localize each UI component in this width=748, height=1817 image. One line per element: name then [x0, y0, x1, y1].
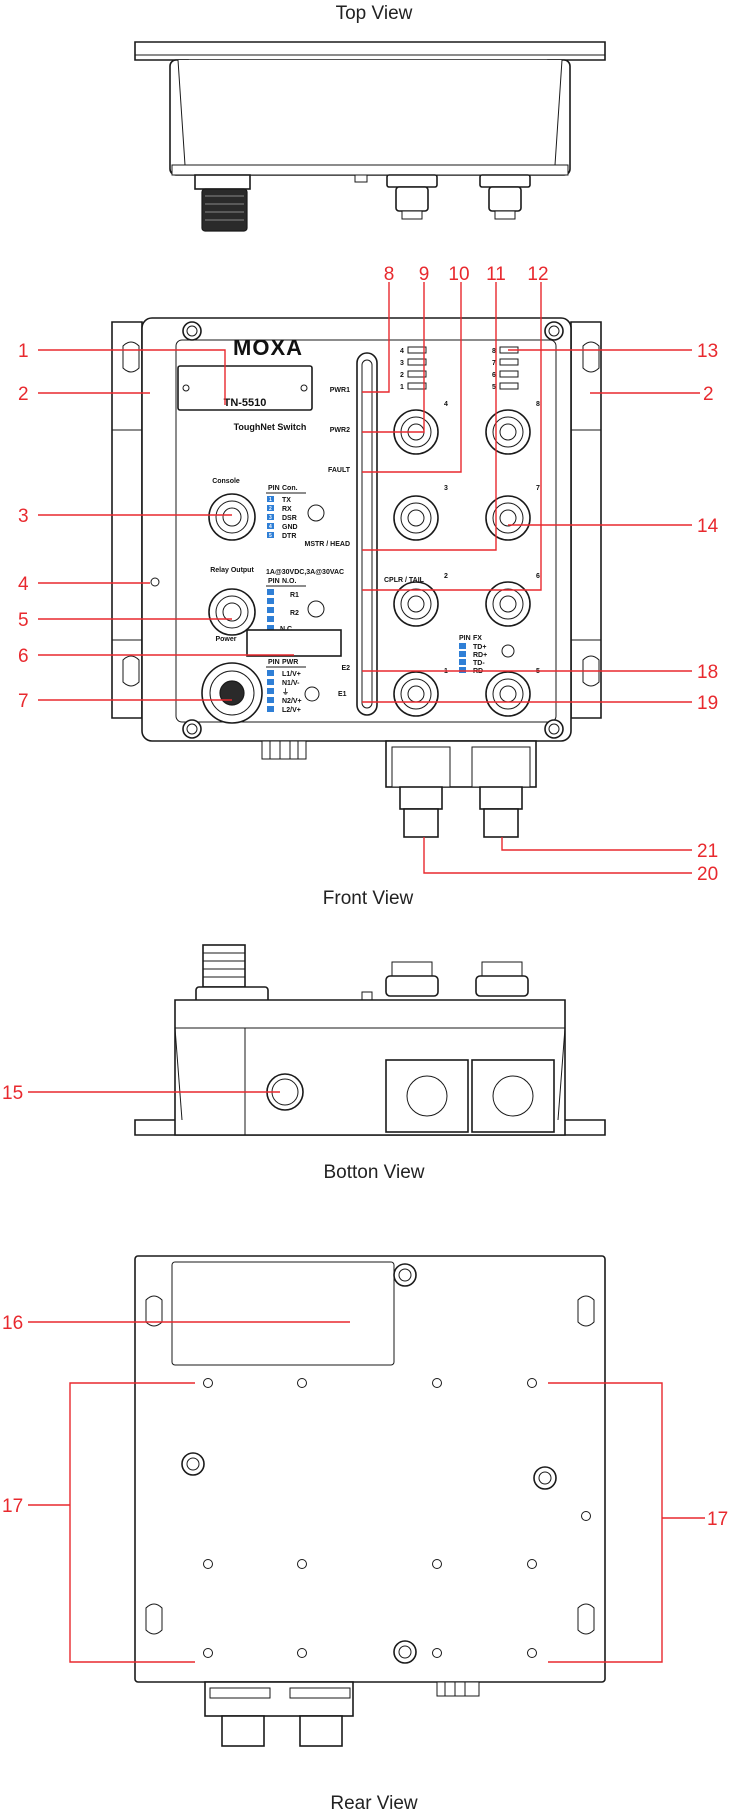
- model-label: TN-5510: [224, 397, 267, 409]
- console-pin-5: DTR: [282, 533, 296, 540]
- power-pwr-header: PWR: [282, 659, 298, 666]
- power-label: Power: [215, 636, 236, 643]
- front-view-drawing: MOXA TN-5510 ToughNet Switch Console PIN…: [111, 317, 602, 838]
- ethernet-pin-header: PIN: [459, 635, 471, 642]
- callout-17-right: 17: [707, 1509, 728, 1530]
- pwr2-label: PWR2: [330, 427, 350, 434]
- relay-pin-header: PIN: [268, 578, 280, 585]
- svg-text:5: 5: [269, 533, 272, 539]
- callout-numbers: 1 2 2 3 4 5 6 7 8 9 10 11 12 13 14 15 16…: [2, 264, 728, 1530]
- svg-text:8: 8: [536, 401, 540, 408]
- callout-13: 13: [697, 341, 718, 362]
- svg-text:2: 2: [269, 506, 272, 512]
- console-pin-3: DSR: [282, 515, 297, 522]
- e2-label: E2: [341, 665, 350, 672]
- callout-11: 11: [486, 264, 506, 285]
- svg-text:5: 5: [492, 384, 496, 391]
- rear-mounting-holes: [203, 1378, 591, 1658]
- svg-text:3: 3: [400, 360, 404, 367]
- relay-r1: R1: [290, 592, 299, 599]
- callout-1: 1: [18, 341, 29, 362]
- console-con-header: Con.: [282, 485, 298, 492]
- console-pin-header: PIN: [268, 485, 280, 492]
- power-pin-list: L1/V+ N1/V- ⏚ N2/V+ L2/V+: [267, 670, 302, 714]
- svg-text:4: 4: [444, 401, 448, 408]
- callout-9: 9: [419, 264, 430, 285]
- view-title-bottom: Botton View: [323, 1162, 424, 1183]
- callout-12: 12: [527, 264, 548, 285]
- callout-leaders: [28, 282, 705, 1663]
- power-pin-2: N1/V-: [282, 680, 300, 687]
- console-pin-4: GND: [282, 524, 298, 531]
- svg-text:7: 7: [492, 360, 496, 367]
- svg-text:2: 2: [400, 372, 404, 379]
- pwr1-label: PWR1: [330, 387, 350, 394]
- svg-text:3: 3: [269, 515, 272, 521]
- callout-19: 19: [697, 693, 718, 714]
- callout-16: 16: [2, 1313, 23, 1334]
- svg-text:6: 6: [492, 372, 496, 379]
- console-pin-1: TX: [282, 497, 291, 504]
- svg-text:6: 6: [536, 573, 540, 580]
- port-leds-left: 4 3 2 1: [400, 346, 427, 391]
- svg-text:3: 3: [444, 485, 448, 492]
- callout-6: 6: [18, 646, 29, 667]
- callout-7: 7: [18, 691, 29, 712]
- svg-text:4: 4: [400, 348, 404, 355]
- callout-15: 15: [2, 1083, 23, 1104]
- cplr-tail-label: CPLR / TAIL: [384, 577, 425, 584]
- svg-text:8: 8: [492, 348, 496, 355]
- callout-4: 4: [18, 574, 29, 595]
- bottom-view-drawing: [134, 944, 606, 1136]
- rear-view-drawing: [134, 1255, 606, 1747]
- callout-21: 21: [697, 841, 718, 862]
- callout-5: 5: [18, 610, 29, 631]
- svg-text:1: 1: [269, 497, 272, 503]
- callout-18: 18: [697, 662, 718, 683]
- view-title-top: Top View: [336, 3, 413, 24]
- series-label: ToughNet Switch: [234, 422, 307, 432]
- svg-text:TD+: TD+: [473, 644, 486, 651]
- callout-20: 20: [697, 864, 718, 885]
- callout-10: 10: [448, 264, 469, 285]
- power-pin-header: PIN: [268, 659, 280, 666]
- power-pin-1: L1/V+: [282, 671, 301, 678]
- e1-label: E1: [338, 691, 347, 698]
- top-view-drawing: [134, 41, 606, 232]
- brand-logo: MOXA: [233, 335, 303, 360]
- callout-3: 3: [18, 506, 29, 527]
- view-title-rear: Rear View: [330, 1793, 418, 1814]
- ethernet-fx-header: FX: [473, 635, 482, 642]
- callout-2-left: 2: [18, 384, 29, 405]
- callout-17-left: 17: [2, 1496, 23, 1517]
- svg-text:4: 4: [269, 524, 272, 530]
- mstr-head-label: MSTR / HEAD: [305, 541, 351, 548]
- relay-no-header: N.O.: [282, 578, 296, 585]
- svg-text:TD-: TD-: [473, 660, 485, 667]
- console-pin-2: RX: [282, 506, 292, 513]
- relay-output-label: Relay Output: [210, 567, 254, 574]
- callout-2-right: 2: [703, 384, 714, 405]
- console-pin-list: 1 TX 2 RX 3 DSR 4 GND 5 DTR: [267, 496, 298, 540]
- svg-text:1: 1: [400, 384, 404, 391]
- svg-text:7: 7: [536, 485, 540, 492]
- power-pin-5: L2/V+: [282, 707, 301, 714]
- fault-label: FAULT: [328, 467, 351, 474]
- console-label: Console: [212, 478, 240, 485]
- callout-14: 14: [697, 516, 719, 537]
- callout-8: 8: [384, 264, 395, 285]
- power-pin-3: ⏚: [282, 688, 289, 696]
- svg-text:RD+: RD+: [473, 652, 487, 659]
- relay-rating: 1A@30VDC,3A@30VAC: [266, 569, 344, 576]
- view-title-front: Front View: [323, 888, 414, 909]
- svg-text:2: 2: [444, 573, 448, 580]
- power-pin-4: N2/V+: [282, 698, 302, 705]
- relay-r2: R2: [290, 610, 299, 617]
